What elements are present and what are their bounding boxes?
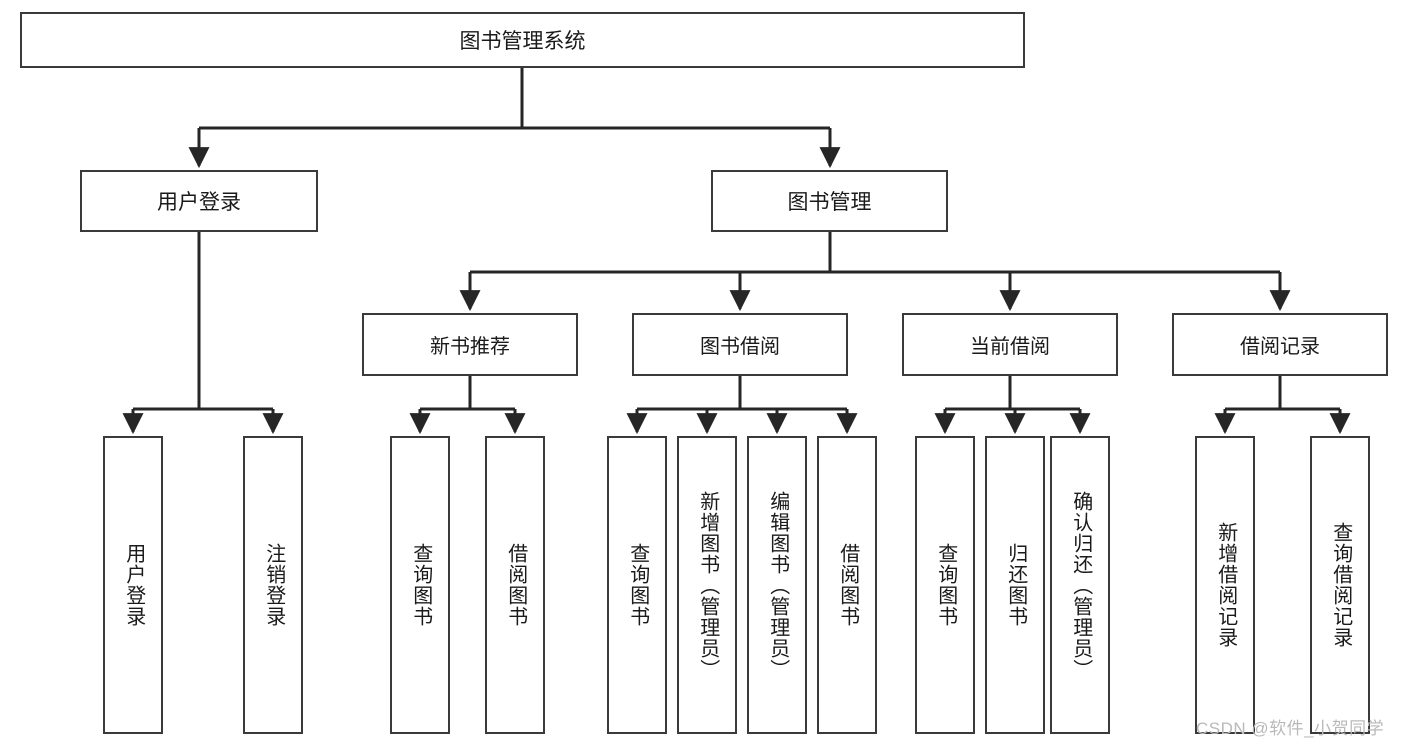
leaf-add-borrow-record-label: 新增借阅记录 bbox=[1214, 522, 1237, 648]
leaf-logout-label: 注销登录 bbox=[262, 543, 285, 627]
leaf-edit-book-admin[interactable]: 编辑图书（管理员） bbox=[747, 436, 807, 734]
node-new-book-recommend-label: 新书推荐 bbox=[430, 336, 510, 358]
leaf-query-book-borrow[interactable]: 查询图书 bbox=[607, 436, 667, 734]
leaf-borrow-book-recommend-label: 借阅图书 bbox=[504, 543, 527, 627]
node-book-management[interactable]: 图书管理 bbox=[711, 170, 948, 232]
leaf-query-borrow-record-label: 查询借阅记录 bbox=[1329, 522, 1352, 648]
leaf-logout[interactable]: 注销登录 bbox=[243, 436, 303, 734]
leaf-confirm-return-admin[interactable]: 确认归还（管理员） bbox=[1050, 436, 1110, 734]
node-current-borrow[interactable]: 当前借阅 bbox=[902, 313, 1118, 376]
node-book-borrow-label: 图书借阅 bbox=[700, 336, 780, 358]
leaf-user-login[interactable]: 用户登录 bbox=[103, 436, 163, 734]
leaf-add-book-admin-label: 新增图书（管理员） bbox=[696, 490, 719, 680]
leaf-borrow-book-label: 借阅图书 bbox=[836, 543, 859, 627]
leaf-confirm-return-admin-label: 确认归还（管理员） bbox=[1069, 490, 1092, 680]
csdn-watermark: CSDN @软件_小贺同学 bbox=[1196, 719, 1385, 738]
node-user-login-label: 用户登录 bbox=[157, 191, 241, 214]
leaf-borrow-book-recommend[interactable]: 借阅图书 bbox=[485, 436, 545, 734]
node-book-borrow[interactable]: 图书借阅 bbox=[632, 313, 848, 376]
leaf-borrow-book[interactable]: 借阅图书 bbox=[817, 436, 877, 734]
leaf-add-borrow-record[interactable]: 新增借阅记录 bbox=[1195, 436, 1255, 734]
node-root[interactable]: 图书管理系统 bbox=[20, 12, 1025, 68]
node-borrow-record-label: 借阅记录 bbox=[1240, 336, 1320, 358]
node-user-login[interactable]: 用户登录 bbox=[80, 170, 318, 232]
leaf-query-book-borrow-label: 查询图书 bbox=[626, 543, 649, 627]
node-borrow-record[interactable]: 借阅记录 bbox=[1172, 313, 1388, 376]
node-root-label: 图书管理系统 bbox=[459, 30, 586, 53]
node-new-book-recommend[interactable]: 新书推荐 bbox=[362, 313, 578, 376]
leaf-query-book-recommend[interactable]: 查询图书 bbox=[390, 436, 450, 734]
leaf-return-book[interactable]: 归还图书 bbox=[985, 436, 1045, 734]
leaf-query-book-recommend-label: 查询图书 bbox=[409, 543, 432, 627]
leaf-add-book-admin[interactable]: 新增图书（管理员） bbox=[677, 436, 737, 734]
leaf-return-book-label: 归还图书 bbox=[1004, 543, 1027, 627]
leaf-query-book-current[interactable]: 查询图书 bbox=[915, 436, 975, 734]
leaf-user-login-label: 用户登录 bbox=[122, 543, 145, 627]
node-book-management-label: 图书管理 bbox=[787, 191, 872, 214]
node-current-borrow-label: 当前借阅 bbox=[970, 336, 1050, 358]
leaf-edit-book-admin-label: 编辑图书（管理员） bbox=[766, 490, 789, 680]
leaf-query-borrow-record[interactable]: 查询借阅记录 bbox=[1310, 436, 1370, 734]
leaf-query-book-current-label: 查询图书 bbox=[934, 543, 957, 627]
